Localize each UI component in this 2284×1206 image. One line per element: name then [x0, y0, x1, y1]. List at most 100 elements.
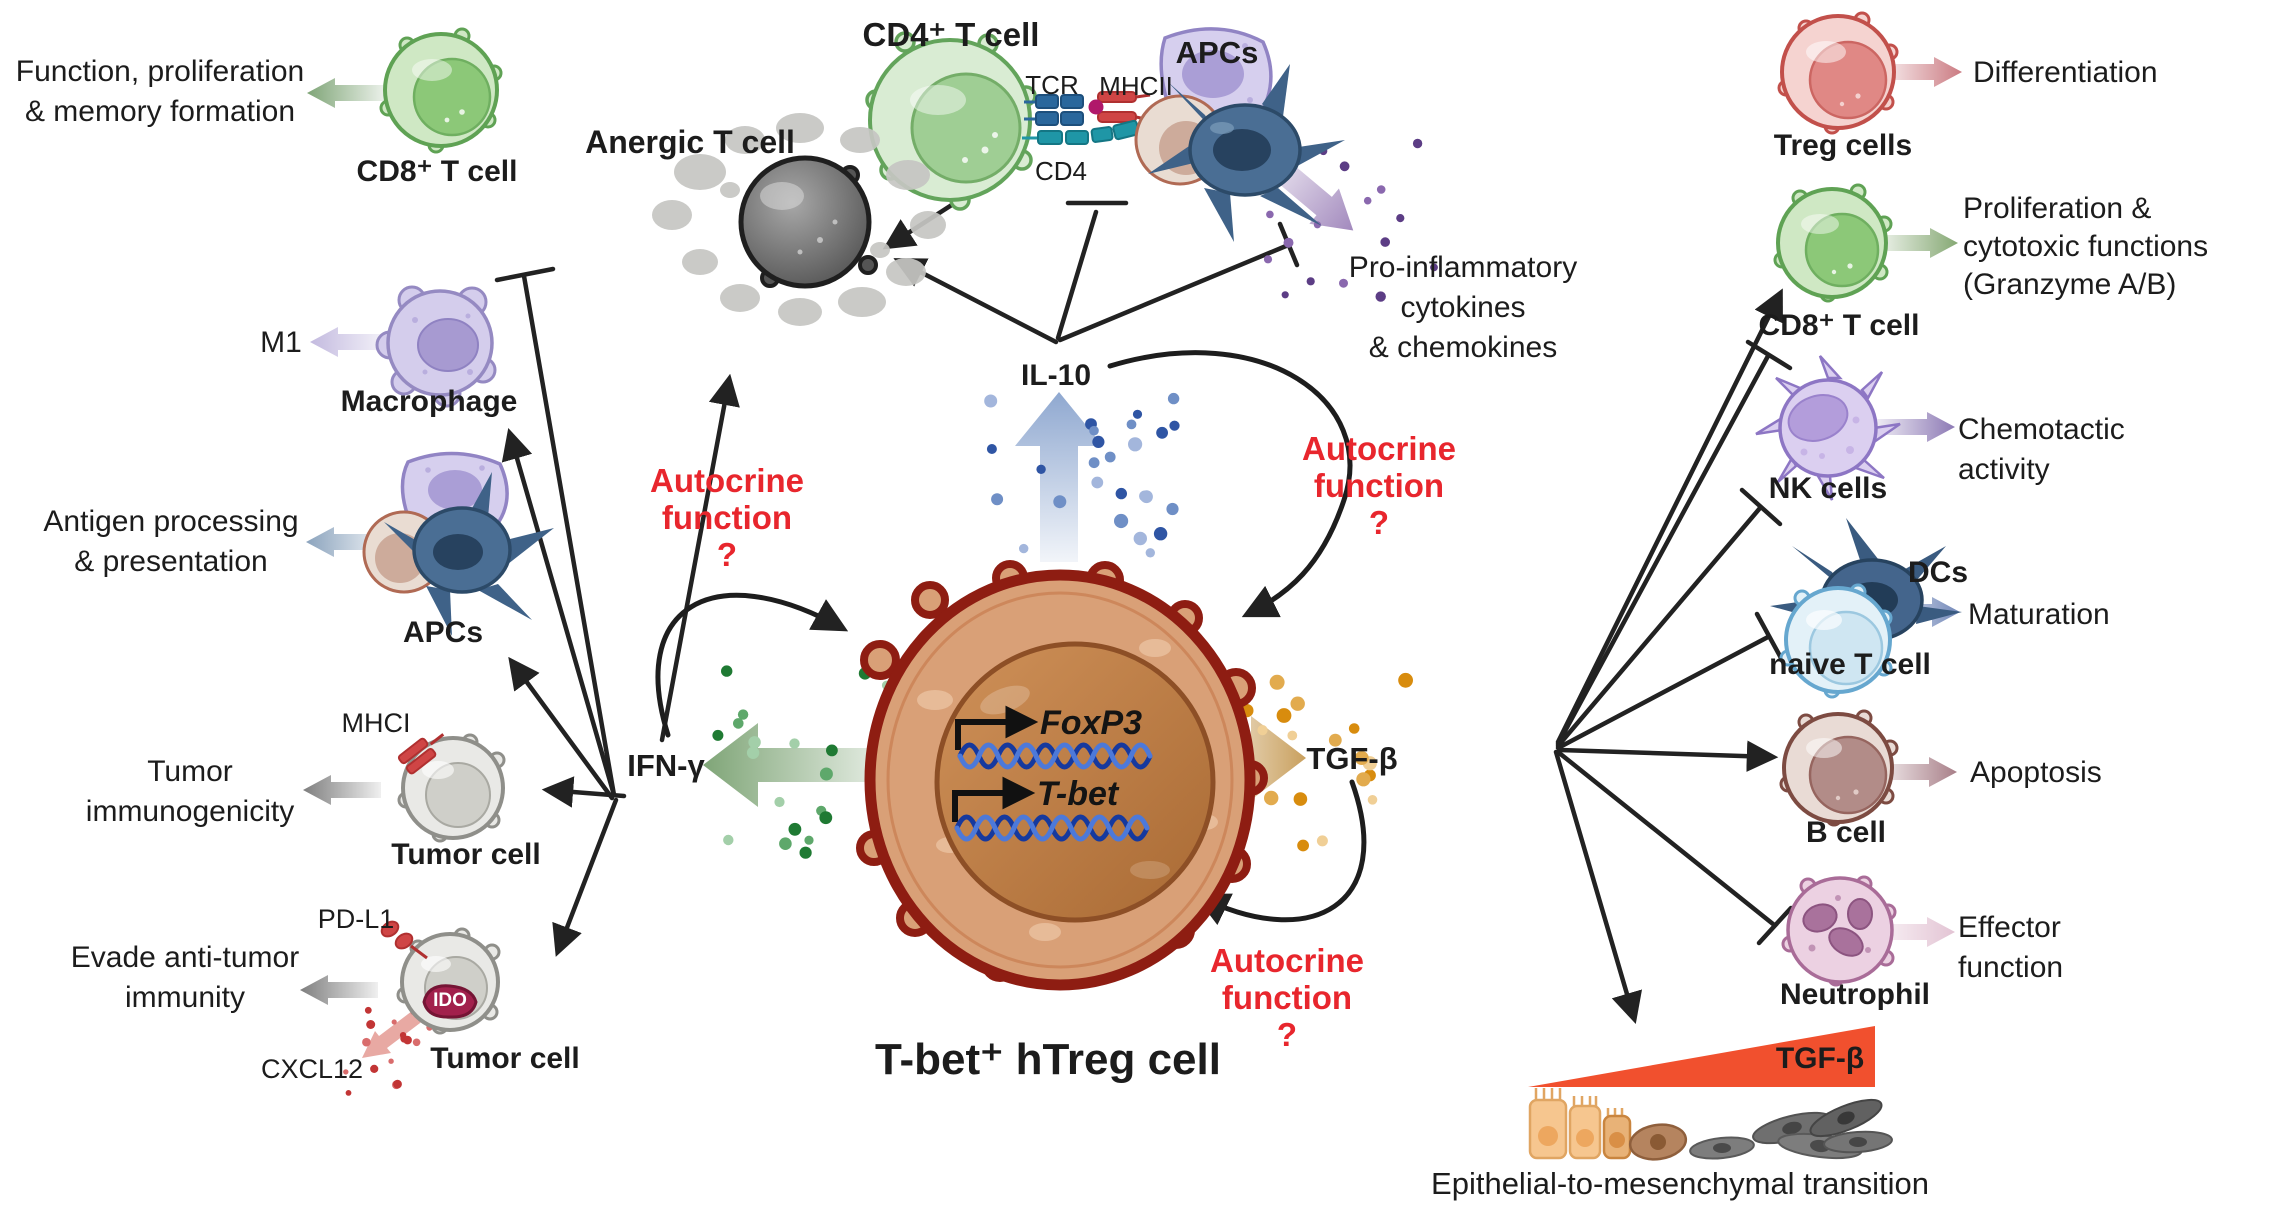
apcs-top-label: APCs: [1175, 35, 1259, 70]
tbet-gene-label: T-bet: [1037, 775, 1119, 813]
proinflammatory-dots: [1259, 138, 1438, 302]
tgfb-wedge-label: TGF-β: [1775, 1042, 1865, 1075]
apcs-left: [362, 451, 554, 636]
arrow-ifng-to-macrophage: [501, 427, 617, 798]
cd8-left-label: CD8⁺ T cell: [356, 155, 518, 188]
tbar-ifng-to-cd8: [521, 273, 617, 798]
autocrine-left-label: Autocrine function ?: [649, 462, 805, 573]
tumor-cell-2: [380, 920, 501, 1035]
nk-effect-arrow: [1877, 412, 1955, 442]
ifng-label: IFN-γ: [627, 748, 705, 783]
m1-effect-arrow: [310, 327, 388, 357]
foxp3-gene-icon: [955, 705, 1039, 750]
treg-effect-arrow: [1884, 57, 1962, 87]
nk-cell: [1755, 355, 1901, 501]
tumor2-effect-arrow: [300, 975, 378, 1005]
tbet-dna-icon: [954, 814, 1150, 842]
autocrine-bottom-right-label: Autocrine function ?: [1209, 942, 1365, 1053]
mhci-icon: [397, 733, 445, 775]
arrow-ifng-to-tumor1: [541, 776, 627, 808]
macrophage-cell: [375, 285, 497, 408]
arrow-tgfb-to-bcell: [1557, 740, 1779, 772]
nk-label: NK cells: [1768, 472, 1888, 505]
tgfb-label: TGF-β: [1306, 741, 1398, 776]
tumor1-effect-arrow: [303, 775, 381, 805]
tumor-cell-1: [397, 733, 506, 843]
ido-badge: [422, 984, 478, 1019]
tcr-mhcii-complex: [1022, 91, 1151, 145]
tcr-label: TCR: [1025, 70, 1079, 100]
cd4-coreceptor-icon: [1022, 119, 1140, 145]
arrow-tgfb-to-emt: [1553, 749, 1643, 1025]
cd8-effect-text: Function, proliferation & memory formati…: [15, 55, 305, 128]
naive-t-cell: [1779, 583, 1893, 699]
tbar-tgfb-to-neutrophil: [1555, 749, 1776, 927]
tbar-tgfb-to-naive: [1555, 634, 1771, 751]
foxp3-dna-icon: [957, 742, 1153, 770]
emt-label: Epithelial-to-mesenchymal transition: [1431, 1166, 1929, 1201]
apcs-left-label: APCs: [402, 616, 484, 649]
cd8-t-cell-right: [1773, 183, 1893, 303]
arrow-ifng-to-anergic: [659, 373, 740, 743]
neutrophil-label: Neutrophil: [1780, 978, 1930, 1011]
maturation-text: Maturation: [1968, 598, 2110, 631]
cd8-right-effect-text: Proliferation & cytotoxic functions (Gra…: [1963, 192, 2209, 301]
apoptosis-text: Apoptosis: [1970, 756, 2102, 789]
anergic-t-cell: [652, 113, 946, 326]
emt-cells: [1528, 1088, 1893, 1161]
bcell-effect-arrow: [1879, 757, 1957, 787]
pro-inflammatory-label: Pro-inflammatory cytokines & chemokines: [1348, 251, 1578, 364]
tbar-tgfb-to-nk: [1555, 505, 1763, 749]
ido-label: IDO: [433, 990, 467, 1011]
arrow-ifng-to-tumor2: [552, 797, 619, 957]
nk-effect-text: Chemotactic activity: [1958, 413, 2125, 486]
tumor1-effect-text: Tumor immunogenicity: [85, 755, 295, 828]
cd4-t-cell-label: CD4⁺ T cell: [862, 16, 1040, 53]
dcs-label: DCs: [1907, 556, 1969, 589]
tumor1-label: Tumor cell: [391, 838, 541, 871]
cd8-t-cell-left: [379, 27, 503, 154]
pdl1-icon: [380, 920, 428, 960]
tbar-il10-to-cd4: [1055, 209, 1099, 341]
apc-effect-text: Antigen processing & presentation: [43, 505, 299, 578]
tbar-il10-to-proinflammatory: [1057, 243, 1289, 343]
treg-cell-right: [1777, 11, 1899, 135]
mhcii-label: MHCII: [1099, 71, 1173, 101]
il10-label: IL-10: [1020, 359, 1092, 392]
tbet-gene-icon: [952, 776, 1036, 822]
differentiation-text: Differentiation: [1973, 56, 2158, 89]
b-cell: [1779, 709, 1899, 827]
anergic-t-cell-label: Anergic T cell: [585, 124, 795, 160]
autocrine-arrow-bottom-right: [1193, 779, 1367, 926]
naive-t-cell-label: naive T cell: [1769, 648, 1931, 681]
cd8-right-label: CD8⁺ T cell: [1758, 309, 1920, 342]
bcell-label: B cell: [1805, 816, 1887, 849]
autocrine-arrows: [655, 350, 1367, 926]
foxp3-gene-label: FoxP3: [1040, 704, 1143, 742]
il10-dots: [984, 392, 1180, 558]
evade-effect-text: Evade anti-tumor immunity: [70, 941, 300, 1014]
cd8r-effect-arrow: [1880, 228, 1958, 258]
macrophage-label: Macrophage: [340, 385, 518, 418]
neutrophil-cell: [1781, 875, 1897, 987]
cd4-receptor-label: CD4: [1034, 156, 1088, 186]
cd8-effect-arrow: [307, 78, 385, 108]
apcs-top: [1134, 27, 1345, 242]
tumor2-label: Tumor cell: [430, 1042, 580, 1075]
cxcl12-label: CXCL12: [260, 1054, 364, 1084]
il10-arrow: [1015, 392, 1103, 562]
tbar-tgfb-to-cd8: [1555, 353, 1771, 747]
autocrine-arrow-left: [655, 592, 849, 738]
pdl1-label: PD-L1: [317, 904, 395, 934]
signal-arrows: [494, 187, 1794, 1025]
htreg-title: T-bet⁺ hTreg cell: [875, 1035, 1221, 1084]
htreg-cell: [856, 560, 1268, 991]
arrow-ifng-to-apcs: [508, 656, 615, 801]
neutrophil-effect-arrow: [1877, 917, 1955, 947]
m1-label: M1: [260, 326, 302, 359]
mhci-label: MHCI: [341, 708, 411, 738]
autocrine-top-right-label: Autocrine function ?: [1301, 430, 1457, 541]
arrow-tgfb-to-treg: [1555, 288, 1783, 745]
